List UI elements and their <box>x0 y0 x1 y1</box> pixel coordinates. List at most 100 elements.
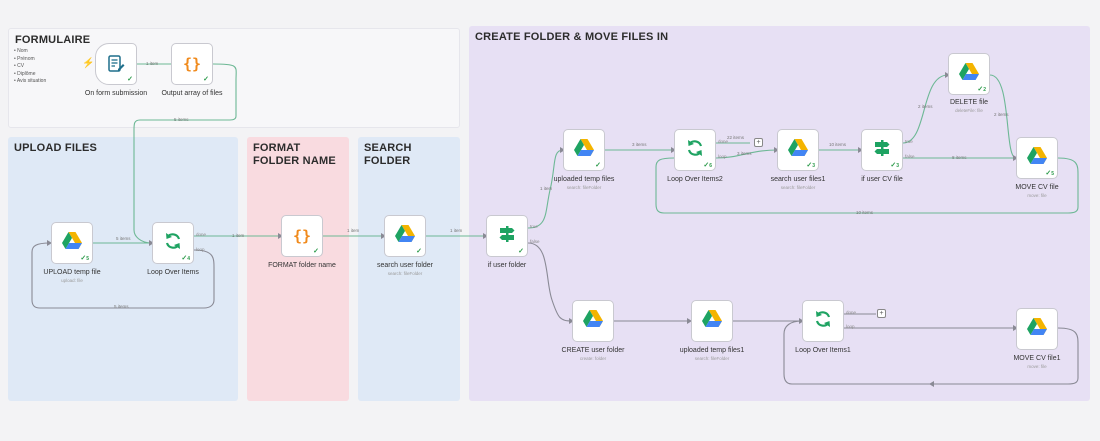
google-drive-icon <box>959 62 979 86</box>
node-move-cv-file1[interactable] <box>1016 308 1058 350</box>
success-check-icon: ✓ <box>127 76 133 83</box>
success-check-icon: ✓ <box>313 248 319 255</box>
port-label-false: false <box>905 154 915 159</box>
group-format-folder-name: FORMAT FOLDER NAME <box>247 137 349 401</box>
group-title-format: FORMAT FOLDER NAME <box>253 142 336 167</box>
form-field: Diplôme <box>14 71 46 79</box>
node-label: if user CV file <box>861 176 903 183</box>
node-label: FORMAT folder name <box>268 262 336 269</box>
node-label: Loop Over Items1 <box>795 347 851 354</box>
node-loop-over-items2[interactable]: ✓6 <box>674 129 716 171</box>
node-upload-temp-file[interactable]: ✓5 <box>51 222 93 264</box>
edge-move-back <box>655 157 1079 214</box>
node-search-user-files1[interactable]: ✓3 <box>777 129 819 171</box>
node-search-user-folder[interactable]: ✓ <box>384 215 426 257</box>
port-label-true: true <box>530 224 538 229</box>
form-field: Nom <box>14 48 46 56</box>
port-label-loop: loop <box>196 247 205 252</box>
node-sublabel: search: fileFolder <box>387 271 423 276</box>
node-sublabel: create: folder <box>579 356 607 361</box>
success-check-icon: ✓2 <box>977 86 986 93</box>
port-label-true: true <box>905 139 913 144</box>
loop-icon <box>685 138 705 163</box>
node-create-user-folder[interactable] <box>572 300 614 342</box>
node-loop-over-items[interactable]: ✓4 <box>152 222 194 264</box>
group-title-upload: UPLOAD FILES <box>14 142 98 154</box>
success-check-icon: ✓ <box>595 162 601 169</box>
node-label: Loop Over Items <box>147 269 199 276</box>
node-label: CREATE user folder <box>561 347 625 354</box>
edge-output-loop <box>133 63 237 244</box>
node-uploaded-temp-files[interactable]: ✓ <box>563 129 605 171</box>
port-label-done: done <box>846 310 857 315</box>
group-search-folder: SEARCH FOLDER <box>358 137 460 401</box>
form-field: Prénom <box>14 56 46 64</box>
success-check-icon: ✓ <box>416 248 422 255</box>
edge-label: 1 item <box>232 233 245 238</box>
google-drive-icon <box>1027 146 1047 170</box>
success-check-icon: ✓5 <box>1045 170 1054 177</box>
edge-delete-move <box>989 74 1017 159</box>
node-sublabel: move: file <box>1027 193 1047 198</box>
google-drive-icon <box>574 138 594 162</box>
node-sublabel: search: fileFolder <box>566 185 602 190</box>
form-icon <box>108 55 125 72</box>
port-label-false: false <box>530 239 540 244</box>
google-drive-icon <box>1027 317 1047 341</box>
success-check-icon: ✓4 <box>181 255 190 262</box>
edge-label: 3 items <box>632 142 647 147</box>
port-label-loop: loop <box>718 154 727 159</box>
node-uploaded-temp-files1[interactable] <box>691 300 733 342</box>
trigger-bolt-icon: ⚡ <box>82 58 95 69</box>
node-loop-over-items1[interactable] <box>802 300 844 342</box>
node-format-folder-name[interactable]: {} ✓ <box>281 215 323 257</box>
form-field: Avis situation <box>14 78 46 86</box>
group-formulaire: FORMULAIRE <box>8 28 460 128</box>
node-label: On form submission <box>84 90 148 97</box>
edge-if-create <box>527 242 573 322</box>
form-field-list: Nom Prénom CV Diplôme Avis situation <box>14 48 46 86</box>
edge-loop-upload-back <box>31 242 215 309</box>
edge-label: 1 item <box>450 228 463 233</box>
group-title-formulaire: FORMULAIRE <box>15 34 91 46</box>
node-sublabel: upload: file <box>61 278 83 283</box>
port-label-done: done <box>718 139 729 144</box>
node-label: MOVE CV file1 <box>1013 355 1061 362</box>
success-check-icon: ✓5 <box>80 255 89 262</box>
port-label-done: done <box>196 232 207 237</box>
node-if-user-cv-file[interactable]: ✓3 <box>861 129 903 171</box>
success-check-icon: ✓3 <box>806 162 815 169</box>
code-braces-icon: {} <box>182 55 202 73</box>
form-field: CV <box>14 63 46 71</box>
loop-icon <box>813 309 833 334</box>
node-sublabel: search: fileFolder <box>780 185 816 190</box>
node-label: uploaded temp files1 <box>679 347 745 354</box>
node-sublabel: deleteFile: file <box>955 108 983 113</box>
success-check-icon: ✓ <box>518 248 524 255</box>
node-output-array[interactable]: {} ✓ <box>171 43 213 85</box>
node-label: if user folder <box>487 262 527 269</box>
if-branch-icon <box>872 138 892 163</box>
edge-label: 5 items <box>114 304 129 309</box>
node-label: search user folder <box>376 262 434 269</box>
node-if-user-folder[interactable]: ✓ <box>486 215 528 257</box>
edge-label: 3 items <box>737 151 752 156</box>
node-label: MOVE CV file <box>1015 184 1059 191</box>
node-form-trigger[interactable]: ✓ <box>95 43 137 85</box>
node-delete-file[interactable]: ✓2 <box>948 53 990 95</box>
edge-label: 22 items <box>727 135 745 140</box>
google-drive-icon <box>62 231 82 255</box>
node-label: UPLOAD temp file <box>43 269 101 276</box>
google-drive-icon <box>788 138 808 162</box>
add-node-button[interactable]: + <box>754 138 763 147</box>
add-node-button[interactable]: + <box>877 309 886 318</box>
edge-loop2-done-search <box>715 149 778 159</box>
node-move-cv-file[interactable]: ✓5 <box>1016 137 1058 179</box>
edge-label: 2 items <box>918 104 933 109</box>
group-upload-files: UPLOAD FILES <box>8 137 238 401</box>
node-label: Loop Over Items2 <box>667 176 723 183</box>
edge-label: 5 items <box>174 117 189 122</box>
edge-label: 2 items <box>994 112 1009 117</box>
